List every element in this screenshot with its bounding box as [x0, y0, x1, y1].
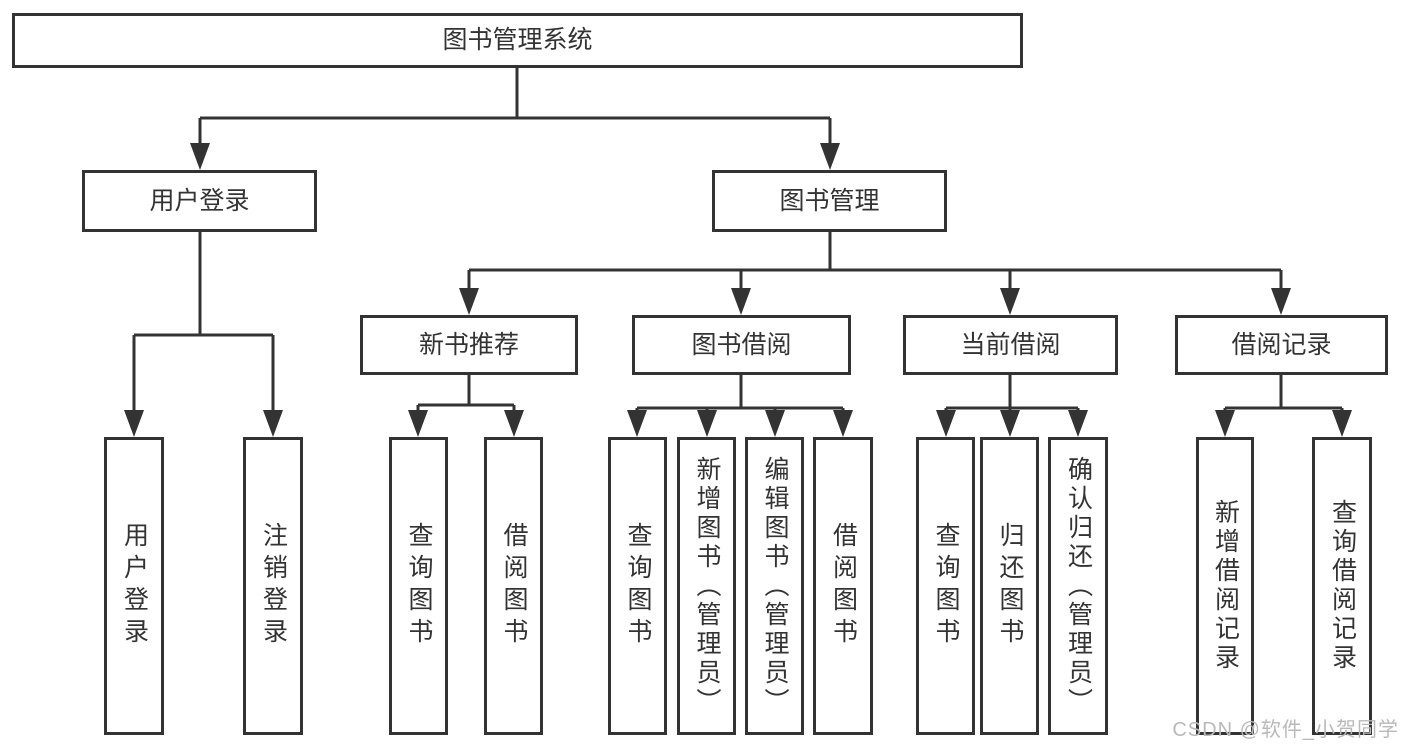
- node-book-management-label: 图书管理: [779, 186, 880, 215]
- arrow-icon: [627, 410, 647, 437]
- node-root: 图书管理系统: [12, 13, 1023, 68]
- arrow-icon: [459, 288, 479, 315]
- arrow-icon: [190, 143, 210, 170]
- node-new-book-recommend-label: 新书推荐: [418, 330, 519, 359]
- arrow-icon: [833, 410, 853, 437]
- connector-root-to-level2: [198, 68, 832, 148]
- arrow-icon: [1000, 410, 1020, 437]
- leaf-label: 新增借阅记录: [1211, 499, 1240, 673]
- node-book-management: 图书管理: [712, 170, 947, 232]
- node-borrowing-records-label: 借阅记录: [1231, 330, 1332, 359]
- leaf-label: 注销登录: [259, 522, 288, 650]
- node-current-borrowing: 当前借阅: [903, 315, 1118, 375]
- leaf-user-login: 用户登录: [104, 437, 164, 735]
- node-current-borrowing-label: 当前借阅: [960, 330, 1061, 359]
- leaf-query-books-current: 查询图书: [916, 437, 975, 735]
- arrow-icon: [263, 410, 283, 437]
- arrow-icon: [1215, 410, 1235, 437]
- leaf-add-borrow-record: 新增借阅记录: [1196, 437, 1254, 735]
- leaf-label: 借阅图书: [829, 522, 858, 650]
- leaf-label: 用户登录: [120, 522, 149, 650]
- node-root-label: 图书管理系统: [442, 26, 593, 54]
- node-new-book-recommend: 新书推荐: [360, 315, 578, 375]
- leaf-edit-books-admin: 编辑图书（管理员）: [745, 437, 804, 735]
- leaf-label: 查询图书: [932, 522, 960, 650]
- arrow-icon: [820, 143, 840, 170]
- connector-new-book-branch: [416, 375, 516, 415]
- arrow-icon: [936, 410, 956, 437]
- node-user-login-label: 用户登录: [149, 186, 250, 215]
- node-borrowing-records: 借阅记录: [1175, 315, 1388, 375]
- arrow-icon: [1000, 288, 1020, 315]
- leaf-label: 查询图书: [624, 522, 652, 650]
- arrowheads: [124, 143, 1352, 437]
- arrow-icon: [408, 410, 428, 437]
- leaf-query-books-recommend: 查询图书: [389, 437, 448, 735]
- arrow-icon: [1332, 410, 1352, 437]
- leaf-label: 借阅图书: [500, 522, 528, 650]
- leaf-logout: 注销登录: [243, 437, 303, 735]
- csdn-watermark: CSDN @软件_小贺同学: [1172, 719, 1399, 741]
- leaf-label: 编辑图书（管理员）: [761, 455, 789, 717]
- leaf-label: 归还图书: [996, 522, 1024, 650]
- connector-current-borrow-branch: [944, 375, 1080, 415]
- leaf-label: 新增图书（管理员）: [693, 455, 721, 717]
- leaf-label: 查询借阅记录: [1328, 499, 1357, 673]
- leaf-label: 确认归还（管理员）: [1064, 455, 1093, 717]
- arrow-icon: [124, 410, 144, 437]
- leaf-return-books: 归还图书: [980, 437, 1039, 735]
- leaf-borrow-books-recommend: 借阅图书: [484, 437, 543, 735]
- leaf-query-books-borrowing: 查询图书: [608, 437, 667, 735]
- arrow-icon: [1271, 288, 1291, 315]
- arrow-icon: [504, 410, 524, 437]
- node-user-login: 用户登录: [82, 170, 317, 232]
- leaf-confirm-return-admin: 确认归还（管理员）: [1048, 437, 1108, 735]
- arrow-icon: [731, 288, 751, 315]
- node-book-borrowing: 图书借阅: [632, 315, 851, 375]
- connector-records-branch: [1223, 375, 1344, 415]
- connector-user-login-branch: [132, 232, 275, 415]
- arrow-icon: [765, 410, 785, 437]
- leaf-borrow-books: 借阅图书: [813, 437, 873, 735]
- leaf-add-books-admin: 新增图书（管理员）: [677, 437, 736, 735]
- arrow-icon: [1068, 410, 1088, 437]
- connector-book-borrow-branch: [635, 375, 845, 415]
- arrow-icon: [697, 410, 717, 437]
- leaf-label: 查询图书: [405, 522, 433, 650]
- node-book-borrowing-label: 图书借阅: [691, 330, 792, 359]
- connector-book-mgmt-branch: [467, 232, 1283, 293]
- leaf-query-borrow-record: 查询借阅记录: [1312, 437, 1372, 735]
